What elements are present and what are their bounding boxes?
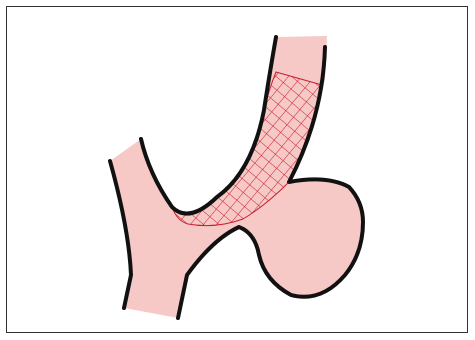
- anatomical-diagram: [7, 7, 469, 334]
- figure-frame: [6, 6, 468, 333]
